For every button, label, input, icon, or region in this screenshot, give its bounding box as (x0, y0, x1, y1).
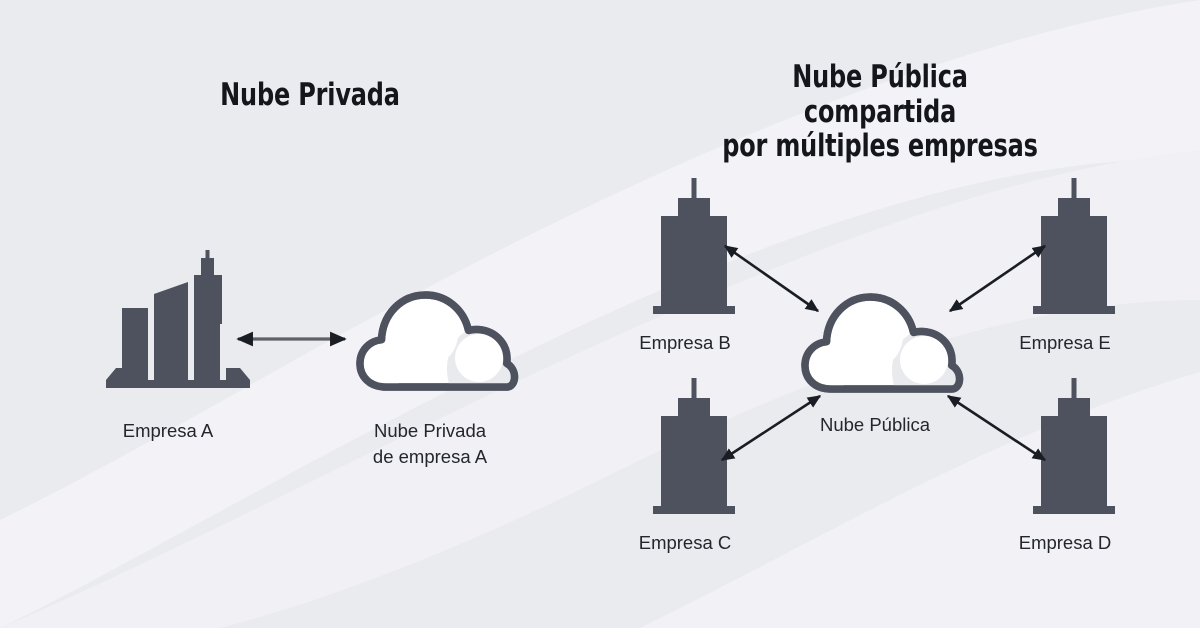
label-nube-privada: Nube Privada de empresa A (372, 420, 488, 467)
label-nube-publica: Nube Pública (819, 414, 931, 435)
private-cloud-title: Nube Privada (220, 77, 400, 113)
label-empresa-e: Empresa E (1019, 332, 1111, 353)
label-empresa-d: Empresa D (1018, 532, 1112, 553)
label-empresa-a: Empresa A (122, 420, 214, 441)
label-empresa-b: Empresa B (639, 332, 731, 353)
label-empresa-c: Empresa C (638, 532, 732, 553)
public-cloud-title: Nube Pública compartida por múltiples em… (722, 59, 1038, 165)
